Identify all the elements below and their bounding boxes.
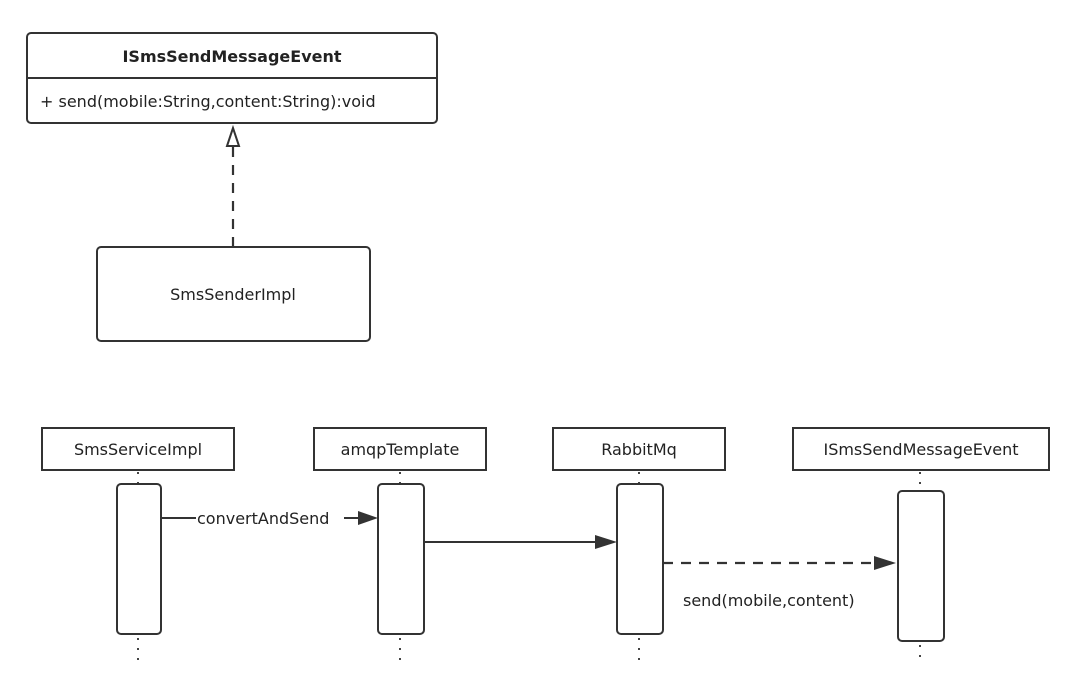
message-send: send(mobile,content) <box>663 556 896 610</box>
participant-label: SmsServiceImpl <box>74 440 202 459</box>
realization-arrowhead <box>225 124 241 147</box>
participant-label: amqpTemplate <box>341 440 460 459</box>
activation-bar <box>116 483 162 635</box>
participant-label: RabbitMq <box>601 440 677 459</box>
interface-name: ISmsSendMessageEvent <box>122 47 341 66</box>
participant-smsserviceimpl[interactable]: SmsServiceImpl <box>41 427 235 660</box>
participant-label: ISmsSendMessageEvent <box>823 440 1018 459</box>
implementation-name: SmsSenderImpl <box>170 285 296 304</box>
activation-bar <box>616 483 664 635</box>
participant-rabbitmq[interactable]: RabbitMq <box>552 427 726 660</box>
message-forward <box>424 535 617 549</box>
implementation-box-outline <box>96 246 371 342</box>
implementation-class-box[interactable]: SmsSenderImpl <box>96 246 371 342</box>
sequence-diagram: SmsServiceImpl amqpTemplate RabbitMq ISm… <box>41 427 1050 660</box>
message-arrowhead <box>874 556 896 570</box>
activation-bar <box>897 490 945 642</box>
class-diagram: ISmsSendMessageEvent + send(mobile:Strin… <box>26 32 438 342</box>
participant-box <box>41 427 235 471</box>
message-label: send(mobile,content) <box>683 591 855 610</box>
participant-amqptemplate[interactable]: amqpTemplate <box>313 427 487 660</box>
activation-bar <box>377 483 425 635</box>
participant-box <box>313 427 487 471</box>
participant-ismssendmessageevent[interactable]: ISmsSendMessageEvent <box>792 427 1050 660</box>
interface-class-box[interactable]: ISmsSendMessageEvent + send(mobile:Strin… <box>26 32 438 124</box>
message-convertandsend: convertAndSend <box>161 509 378 528</box>
realization-connector <box>225 124 241 247</box>
participant-box <box>792 427 1050 471</box>
interface-method: + send(mobile:String,content:String):voi… <box>40 92 376 111</box>
message-label: convertAndSend <box>197 509 329 528</box>
message-arrowhead <box>595 535 617 549</box>
message-arrowhead <box>358 511 378 525</box>
participant-box <box>552 427 726 471</box>
